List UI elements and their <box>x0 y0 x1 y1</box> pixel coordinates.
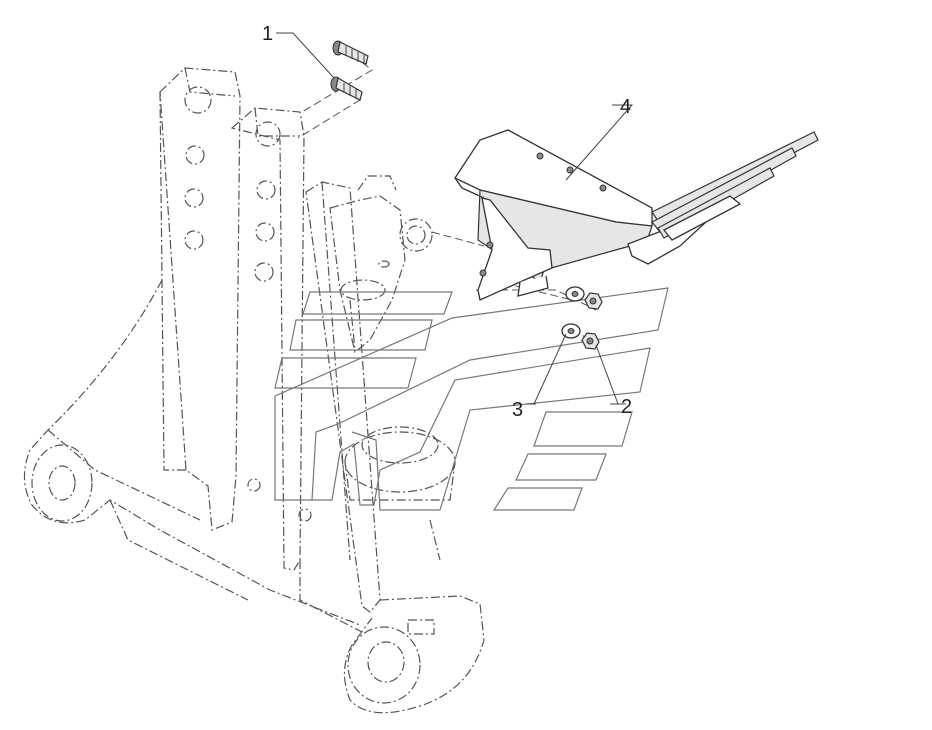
leader-lines <box>276 32 634 405</box>
nut-upper <box>584 292 603 310</box>
ghost-swivel-base <box>344 426 456 561</box>
bolt-lower <box>330 76 363 101</box>
ghost-frame-post <box>305 181 485 714</box>
ghost-frame-lower-mount <box>23 279 363 633</box>
callout-1: 1 <box>262 23 273 45</box>
ghost-frame-right-plate <box>230 107 312 571</box>
callout-4: 4 <box>620 96 631 118</box>
levers <box>651 131 819 241</box>
ghost-cylinder <box>329 175 433 354</box>
washer-upper <box>565 286 585 302</box>
ghost-frame-left-plate <box>159 67 241 531</box>
bolt-upper <box>332 40 369 65</box>
callout-2: 2 <box>621 396 632 418</box>
washer-lower <box>561 323 581 339</box>
hatch-bands <box>274 287 669 511</box>
callout-3: 3 <box>512 399 523 421</box>
nut-lower <box>581 332 600 350</box>
